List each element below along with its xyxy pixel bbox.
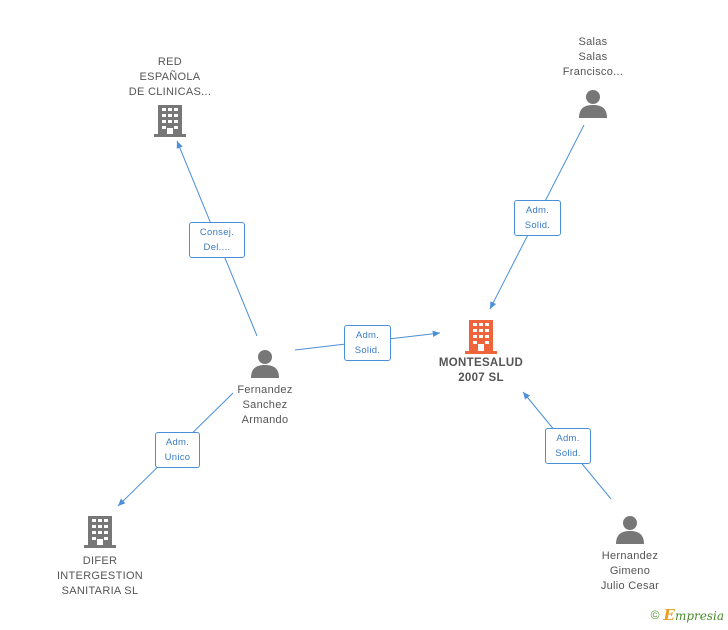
footer-brand: © Empresia [651,606,724,624]
node-label-line: Hernandez [601,550,659,562]
edge-label-line: Adm. [556,433,580,444]
node-label-line: Salas [578,36,608,48]
edge-label-line: Adm. [525,205,550,216]
edge-label-line: Adm. [165,437,190,448]
node-label-line: Salas [578,51,608,63]
node-label: Salas Salas Francisco... [563,35,623,80]
node-fernandez[interactable]: Fernandez Sanchez Armando [219,348,311,428]
edge-label-hernandez-montesalud[interactable]: Adm. Solid. [545,428,591,464]
building-icon [84,516,116,548]
person-icon [251,350,279,378]
node-salas[interactable]: Salas Salas Francisco... [548,35,638,118]
copyright-icon: © [650,608,660,622]
node-label-line: ESPAÑOLA [139,71,201,83]
edge-label-line: Consej. [199,227,235,238]
building-icon [465,320,497,354]
brand-initial: E [663,606,675,624]
edge-label-salas-montesalud[interactable]: Adm. Solid. [514,200,561,236]
node-label: RED ESPAÑOLA DE CLINICAS... [129,55,211,100]
node-difer[interactable]: DIFER INTERGESTION SANITARIA SL [50,514,150,599]
brand-logo: Empresia [664,606,725,624]
node-label-line: Julio Cesar [600,580,660,592]
node-label: MONTESALUD 2007 SL [439,356,523,386]
node-label-line: RED [157,56,183,68]
node-label-line: MONTESALUD [438,357,524,369]
brand-rest: mpresia [674,609,724,623]
node-label-line: Fernandez [237,384,293,396]
node-label-line: Armando [241,414,289,426]
node-label-line: INTERGESTION [56,570,144,582]
node-label: Fernandez Sanchez Armando [237,383,292,428]
node-label-line: SANITARIA SL [61,585,139,597]
node-label-line: Francisco... [562,66,624,78]
node-label-line: 2007 SL [458,372,504,384]
node-label-line: DIFER [82,555,118,567]
person-icon [616,516,644,544]
node-label-line: Sanchez [242,399,288,411]
node-hernandez[interactable]: Hernandez Gimeno Julio Cesar [584,514,676,594]
building-icon [154,105,186,137]
edge-label-fernandez-montesalud[interactable]: Adm. Solid. [344,325,391,361]
node-label: DIFER INTERGESTION SANITARIA SL [57,554,143,599]
node-label-line: DE CLINICAS... [128,86,212,98]
edge-label-line: Solid. [524,220,551,231]
person-icon [579,90,607,118]
edge-label-line: Solid. [354,345,381,356]
edge-label-line: Solid. [555,448,581,459]
edge-label-line: Unico [164,452,191,463]
node-label-line: Gimeno [609,565,651,577]
node-montesalud[interactable]: MONTESALUD 2007 SL [425,318,537,386]
edge-label-fernandez-difer[interactable]: Adm. Unico [155,432,200,468]
edge-label-fernandez-red[interactable]: Consej. Del.... [189,222,245,258]
node-red-espanola[interactable]: RED ESPAÑOLA DE CLINICAS... [120,55,220,137]
edge-label-line: Del.... [203,242,231,253]
edge-label-line: Adm. [355,330,380,341]
node-label: Hernandez Gimeno Julio Cesar [601,549,659,594]
